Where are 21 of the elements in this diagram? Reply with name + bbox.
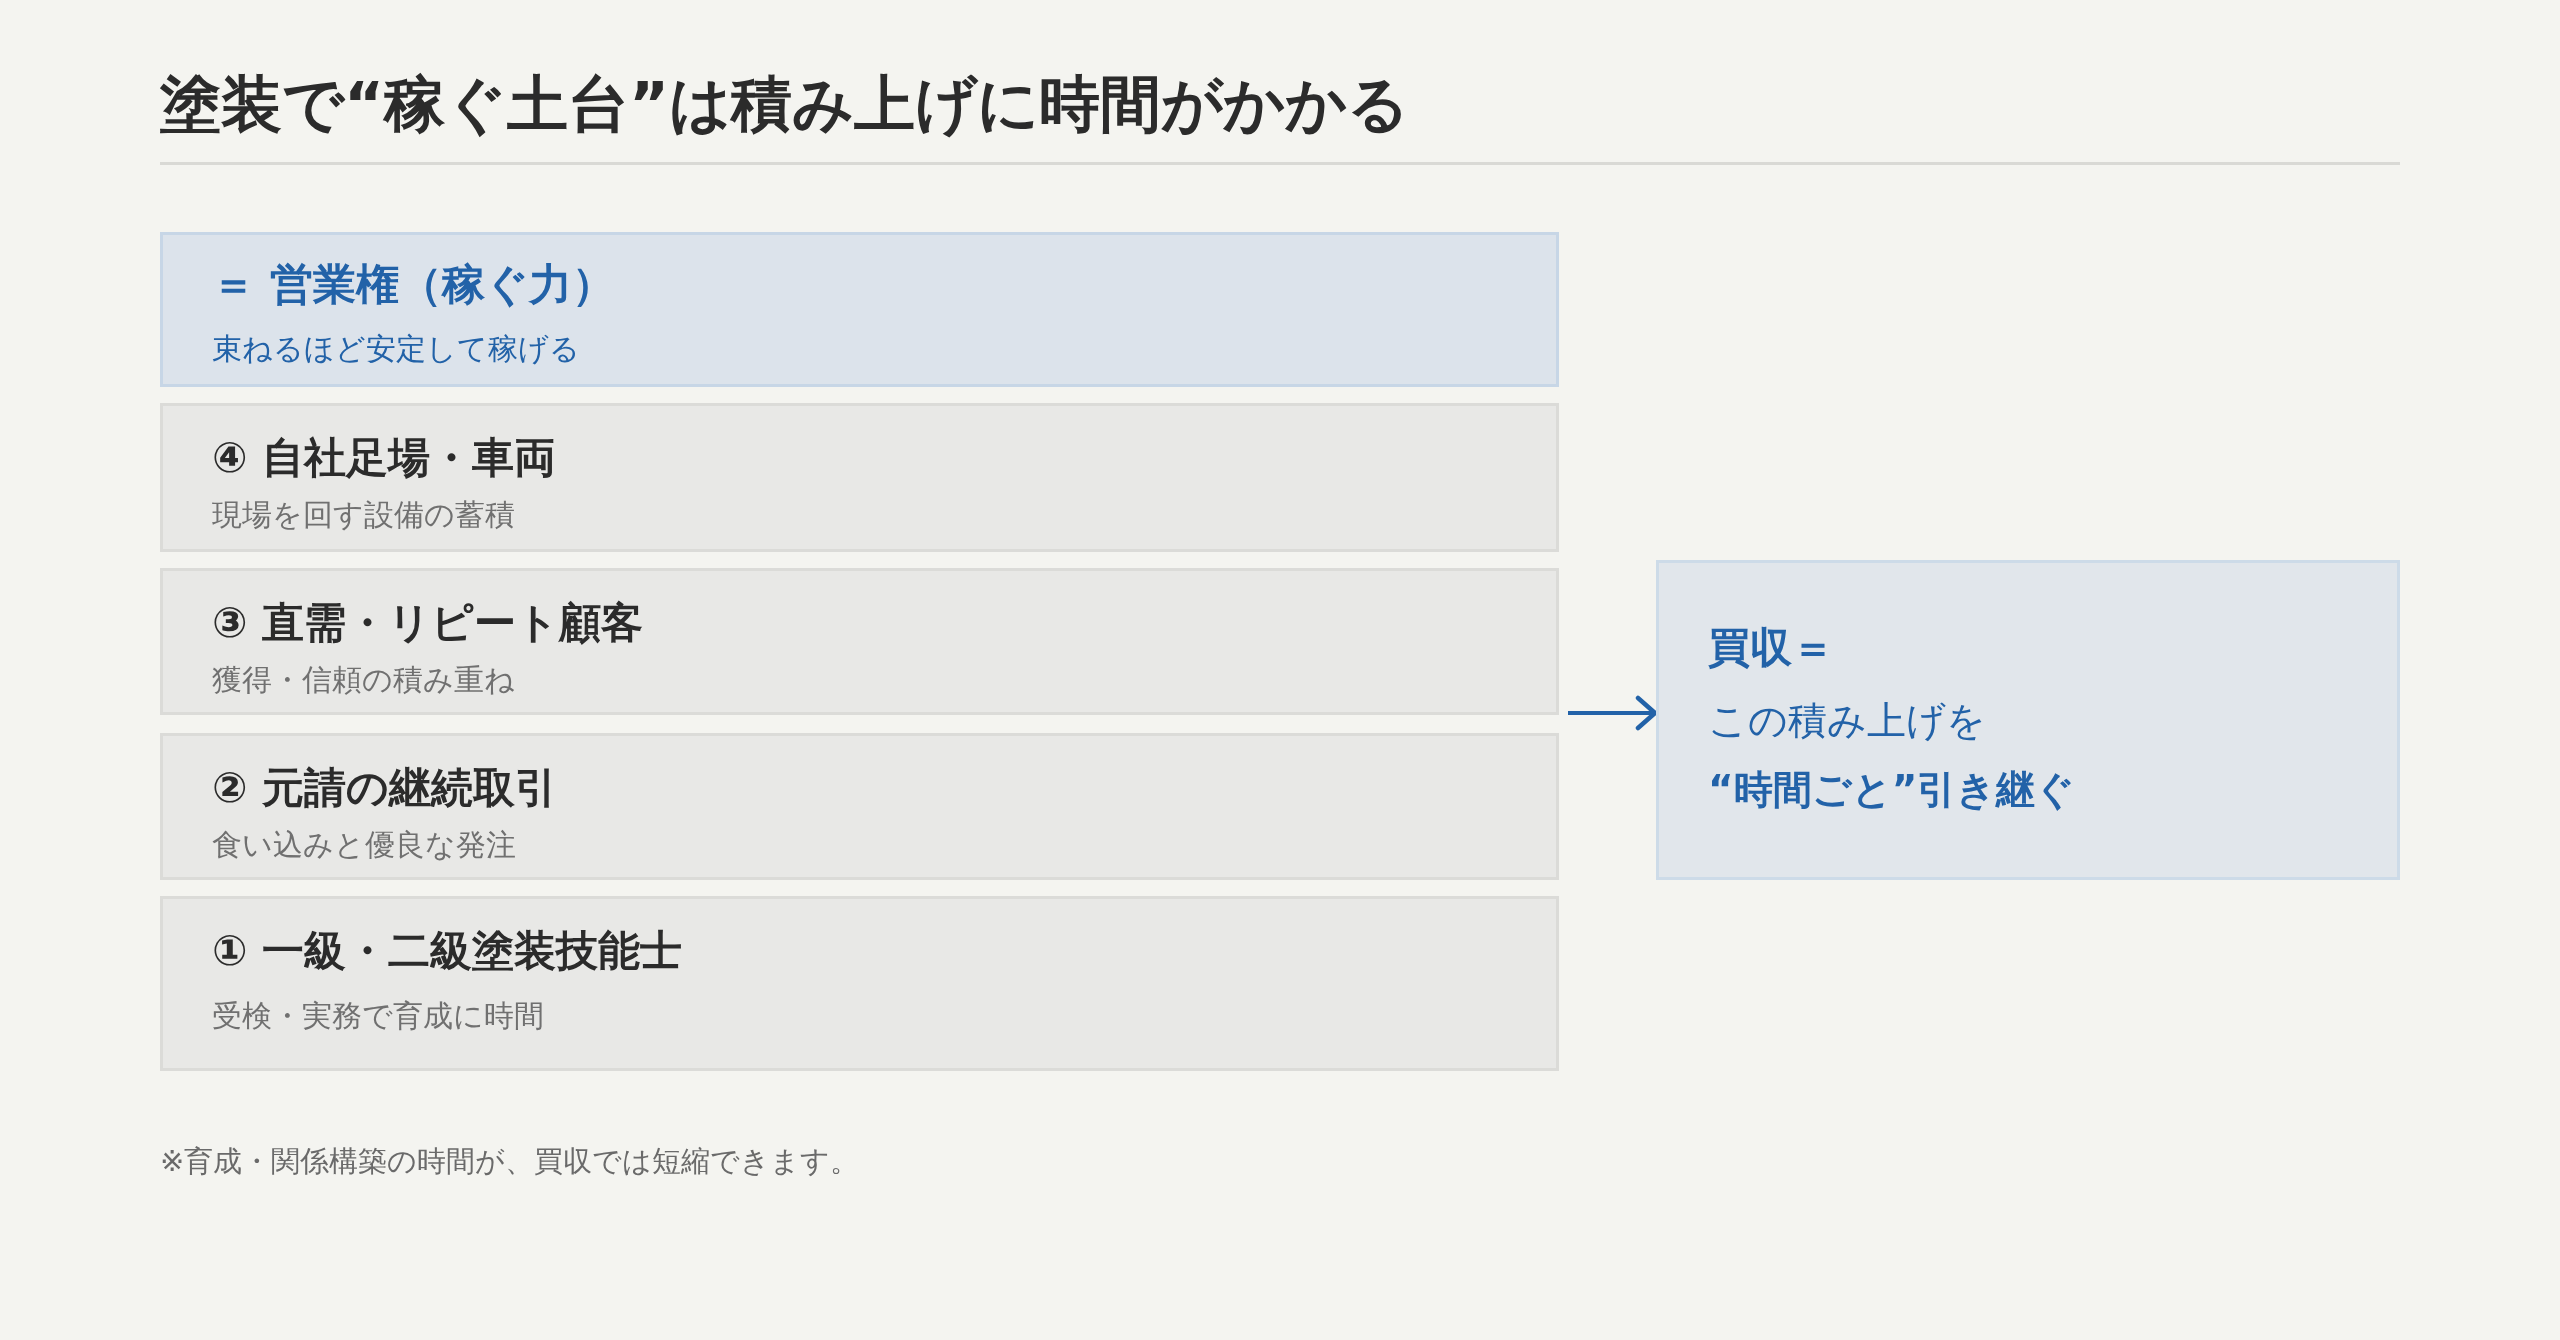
layer-box — [160, 568, 1559, 715]
page-title: 塗装で“稼ぐ土台”は積み上げに時間がかかる — [160, 67, 1410, 141]
callout-text: この積み上げを“時間ごと”引き継ぐ — [1708, 697, 2076, 814]
callout-heading: 買収＝ — [1708, 621, 1834, 674]
layer-box — [160, 403, 1559, 552]
top-layer-box — [160, 232, 1559, 387]
layer-caption: 束ねるほど安定して稼げる — [212, 329, 580, 368]
layer-heading: ① 一級・二級塗装技能士 — [212, 924, 683, 977]
layer-caption: 現場を回す設備の蓄積 — [212, 495, 515, 534]
layer-box — [160, 896, 1559, 1071]
layer-heading: ③ 直需・リピート顧客 — [212, 596, 644, 649]
layer-heading: ＝ 営業権（稼ぐ力） — [212, 258, 615, 311]
callout-box — [1656, 560, 2400, 880]
layer-caption: 獲得・信頼の積み重ね — [212, 660, 515, 699]
footnote: ※育成・関係構築の時間が、買収では短縮できます。 — [160, 1143, 860, 1180]
layer-box — [160, 733, 1559, 880]
layer-heading: ④ 自社足場・車両 — [212, 431, 557, 484]
layer-caption: 受検・実務で育成に時間 — [212, 996, 544, 1035]
layer-heading: ② 元請の継続取引 — [212, 761, 558, 814]
arrow — [1568, 695, 1658, 731]
layer-caption: 食い込みと優良な発注 — [212, 825, 516, 864]
